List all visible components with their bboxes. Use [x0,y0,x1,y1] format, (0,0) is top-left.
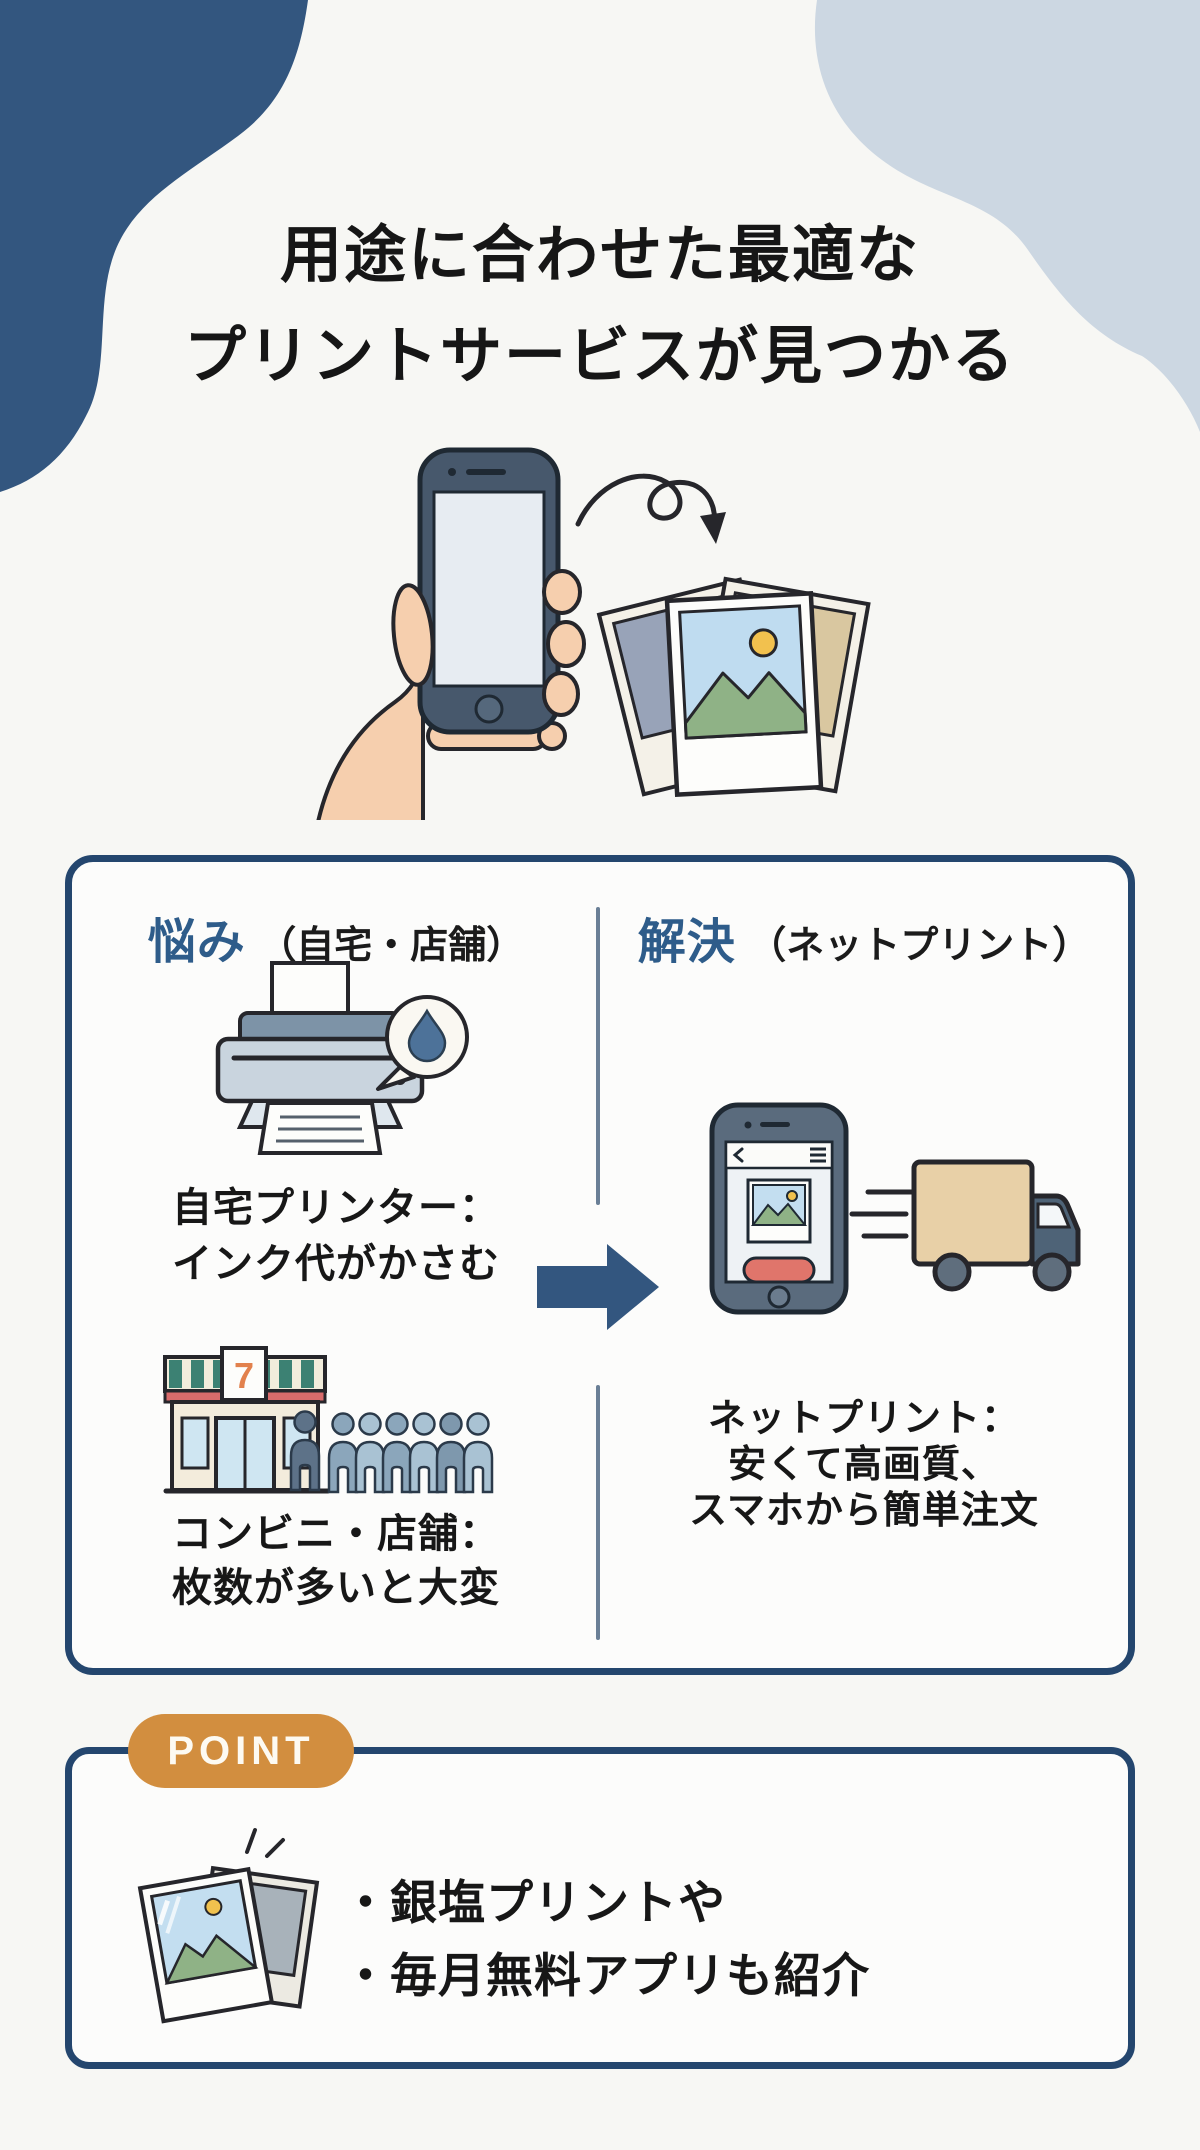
title-line-1: 用途に合わせた最適な [279,221,920,290]
page-title: 用途に合わせた最適な プリントサービスが見つかる [0,205,1200,407]
fingers-icon [391,569,586,717]
point-bullet-1: ・銀塩プリントや [342,1876,726,1929]
title-line-2: プリントサービスが見つかる [183,322,1016,391]
problem-heading-note: （自宅・店舗） [258,925,525,967]
net-print-illustration [709,1102,1081,1315]
delivery-truck-icon [849,1159,1081,1292]
point-box: ・銀塩プリントや ・毎月無料アプリも紹介 [65,1747,1135,2069]
problem-header: 悩み （自宅・店舗） [72,902,600,972]
top-left-blob [0,0,308,492]
right-arrow-icon [537,1244,659,1330]
problem-heading: 悩み [147,916,246,969]
column-divider-bottom [596,1385,600,1640]
convenience-store-icon: 7 [163,1346,494,1494]
order-smartphone-icon [709,1102,849,1315]
printer-icon [215,961,469,1155]
point-bullets: ・銀塩プリントや ・毎月無料アプリも紹介 [342,1866,870,2012]
printer-caption: 自宅プリンター： インク代がかさむ [172,1186,500,1286]
store-sign-number: 7 [234,1355,254,1396]
store-caption: コンビニ・店舗： 枚数が多いと大変 [172,1512,500,1610]
top-right-blob [814,0,1200,432]
queue-of-people-icon [289,1410,494,1494]
ink-drop-bubble-icon [376,995,469,1091]
transfer-arrow-icon [575,473,726,544]
solution-header: 解決 （ネットプリント） [600,902,1128,972]
smartphone-icon [417,447,561,735]
hero-illustration [316,447,871,820]
photo-stack-icon [596,576,871,797]
column-divider-top [596,907,600,1205]
point-bullet-2: ・毎月無料アプリも紹介 [342,1949,870,2002]
net-print-caption: ネットプリント： 安くて高画質、 スマホから簡単注文 [689,1398,1039,1532]
solution-heading: 解決 [637,916,736,969]
comparison-box: 悩み （自宅・店舗） 解決 （ネットプリント） [65,855,1135,1675]
point-badge: POINT [128,1714,354,1788]
solution-heading-note: （ネットプリント） [748,925,1091,967]
photo-prints-icon [137,1828,320,2024]
